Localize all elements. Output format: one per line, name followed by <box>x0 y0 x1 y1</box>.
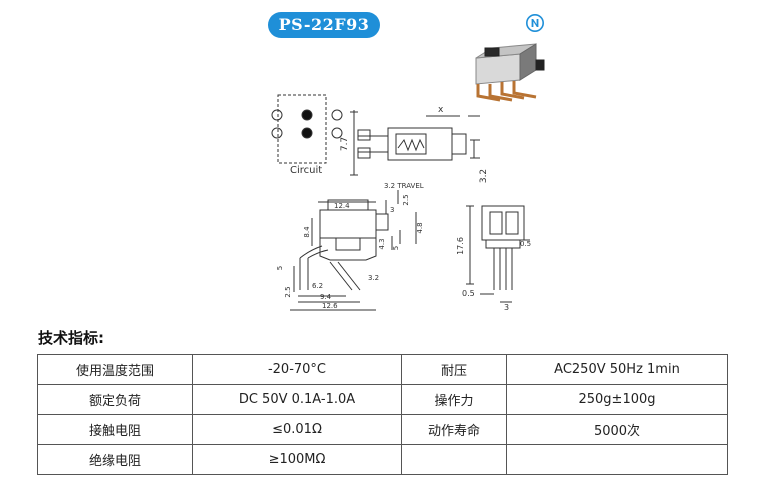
dim-9-4: 9.4 <box>320 293 332 301</box>
top-view <box>350 110 480 176</box>
dim-2-5-side: 2.5 <box>284 286 292 297</box>
spec-key: 操作力 <box>401 384 507 415</box>
spec-key: 绝缘电阻 <box>37 444 193 475</box>
spec-value: ≥100MΩ <box>192 444 402 475</box>
circuit-label: Circuit <box>290 165 322 176</box>
dim-5-b: 5 <box>392 246 400 250</box>
spec-key: 额定负荷 <box>37 384 193 415</box>
spec-key <box>401 444 507 475</box>
dim-0-5-b: 0.5 <box>462 289 475 298</box>
spec-table: 使用温度范围 -20-70°C 耐压 AC250V 50Hz 1min 额定负荷… <box>37 354 728 475</box>
table-row: 额定负荷 DC 50V 0.1A-1.0A 操作力 250g±100g <box>37 384 728 415</box>
spec-key: 动作寿命 <box>401 414 507 445</box>
dim-12-6: 12.6 <box>322 302 338 310</box>
dim-2-5-top: 2.5 <box>402 194 410 205</box>
spec-value: AC250V 50Hz 1min <box>506 354 728 385</box>
dim-8-4: 8.4 <box>303 226 311 238</box>
dim-3-end: 3 <box>504 303 509 312</box>
dim-x: x <box>438 105 444 115</box>
spec-value <box>506 444 728 475</box>
spec-value: 5000次 <box>506 414 728 445</box>
spec-value: ≤0.01Ω <box>192 414 402 445</box>
table-row: 绝缘电阻 ≥100MΩ <box>37 444 728 475</box>
spec-value: -20-70°C <box>192 354 402 385</box>
dim-3: 3 <box>390 206 394 214</box>
dim-0-5-a: 0.5 <box>520 240 531 248</box>
circuit-diagram <box>271 94 343 164</box>
technical-drawing: Circuit 7.7 x 3.2 3.2 TRAVEL 2.5 12.4 3 … <box>271 43 545 312</box>
dim-4-8: 4.8 <box>416 222 424 233</box>
dim-6-2: 6.2 <box>312 282 323 290</box>
model-badge: PS-22F93 <box>268 12 380 38</box>
spec-key: 接触电阻 <box>37 414 193 445</box>
dim-7-7: 7.7 <box>340 137 350 151</box>
dim-3-2-top: 3.2 <box>479 169 489 183</box>
spec-value: 250g±100g <box>506 384 728 415</box>
spec-value: DC 50V 0.1A-1.0A <box>192 384 402 415</box>
dim-4-3: 4.3 <box>378 238 386 249</box>
end-view <box>466 205 530 303</box>
dim-travel: 3.2 TRAVEL <box>384 182 424 190</box>
spec-key: 使用温度范围 <box>37 354 193 385</box>
front-view <box>290 190 417 311</box>
spec-key: 耐压 <box>401 354 507 385</box>
dim-3-2-side: 3.2 <box>368 274 379 282</box>
dim-17-6: 17.6 <box>456 237 465 255</box>
table-row: 接触电阻 ≤0.01Ω 动作寿命 5000次 <box>37 414 728 445</box>
dim-5-a: 5 <box>276 266 284 270</box>
product-render <box>475 43 545 102</box>
dim-12-4: 12.4 <box>334 202 350 210</box>
table-row: 使用温度范围 -20-70°C 耐压 AC250V 50Hz 1min <box>37 354 728 385</box>
brand-logo-icon <box>526 14 544 32</box>
specs-heading: 技术指标: <box>38 329 104 347</box>
